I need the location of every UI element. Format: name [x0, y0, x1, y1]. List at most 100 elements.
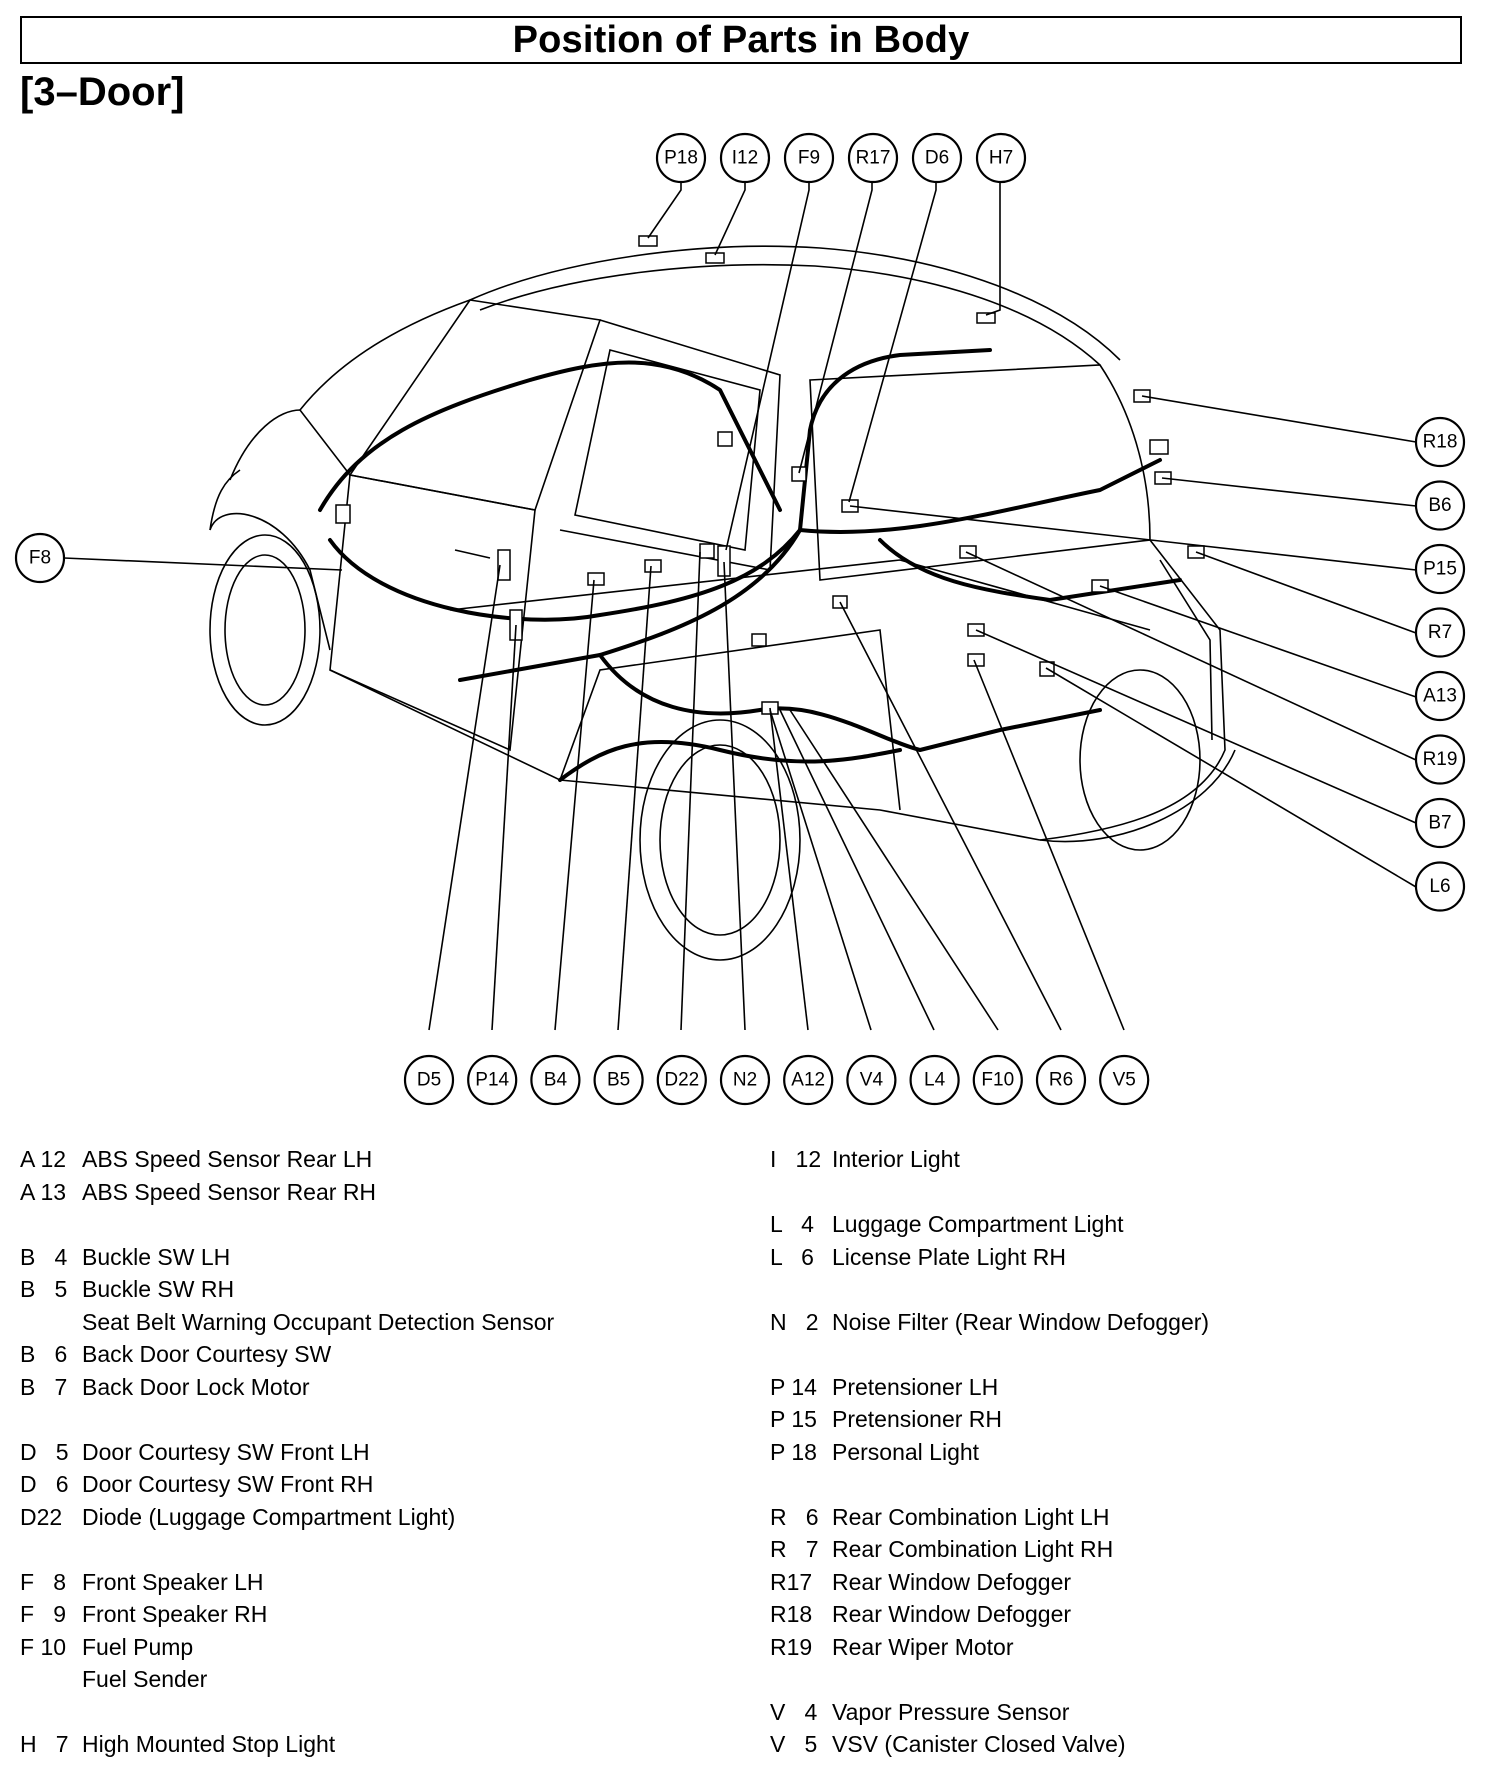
- callout-label: R19: [1423, 749, 1458, 770]
- page-title-box: Position of Parts in Body: [20, 16, 1462, 64]
- callout-label: F9: [798, 148, 820, 169]
- callout-p14: P14: [467, 1054, 518, 1106]
- legend-description: Rear Wiper Motor: [832, 1633, 1014, 1660]
- legend-code: A 13: [20, 1178, 67, 1205]
- legend-code: [770, 1176, 832, 1209]
- legend-row: [20, 1403, 554, 1436]
- callout-label: B4: [544, 1070, 568, 1091]
- callout-label: B5: [607, 1070, 630, 1091]
- callout-r18: R18: [1414, 416, 1466, 468]
- legend-code: [770, 1338, 832, 1371]
- legend-description: Luggage Compartment Light: [832, 1211, 1124, 1237]
- legend-description: Fuel Sender: [82, 1666, 208, 1692]
- callout-a12: A12: [783, 1054, 834, 1106]
- legend-description: Buckle SW LH: [82, 1243, 231, 1270]
- callout-b6: B6: [1414, 480, 1466, 531]
- legend-row: [770, 1663, 1209, 1696]
- legend-code: I 12: [770, 1146, 822, 1172]
- callout-r7: R7: [1414, 607, 1466, 658]
- legend-description: Seat Belt Warning Occupant Detection Sen…: [82, 1308, 555, 1335]
- legend-code: L 4: [770, 1211, 814, 1237]
- callout-label: R6: [1049, 1070, 1073, 1091]
- legend-row: I 12 Interior Light: [770, 1143, 1209, 1176]
- legend-code: A 12: [20, 1146, 67, 1172]
- legend-description: Door Courtesy SW Front RH: [82, 1471, 374, 1497]
- legend-row: [20, 1208, 554, 1241]
- callout-f10: F10: [972, 1054, 1023, 1106]
- callout-label: D5: [417, 1070, 441, 1091]
- legend-code: N 2: [770, 1308, 819, 1335]
- legend-row: L 6 License Plate Light RH: [770, 1241, 1209, 1274]
- callout-label: P18: [664, 148, 698, 169]
- callout-label: P15: [1423, 559, 1457, 580]
- legend-code: F 9: [20, 1601, 67, 1627]
- legend-description: Rear Combination Light LH: [832, 1503, 1110, 1530]
- legend-code: R19: [770, 1633, 813, 1660]
- page-title: Position of Parts in Body: [512, 18, 970, 61]
- legend-row: [20, 1533, 554, 1566]
- callout-f9: F9: [783, 132, 835, 184]
- callout-n2: N2: [719, 1054, 771, 1106]
- legend-row: [770, 1176, 1209, 1209]
- legend-right-column: I 12 Interior Light L 4 Luggage Compartment…: [770, 1143, 1209, 1761]
- legend-code: B 5: [20, 1276, 68, 1302]
- legend-description: Vapor Pressure Sensor: [832, 1698, 1070, 1725]
- legend-code: D22: [20, 1503, 63, 1530]
- legend-row: Seat Belt Warning Occupant Detection Sen…: [20, 1306, 554, 1339]
- callout-a13: A13: [1414, 670, 1466, 722]
- legend-description: Rear Window Defogger: [832, 1568, 1072, 1595]
- callout-label: B7: [1428, 813, 1451, 834]
- legend-code: R 6: [770, 1503, 819, 1530]
- callout-b5: B5: [593, 1054, 644, 1106]
- legend-description: Buckle SW RH: [82, 1276, 235, 1302]
- page-subtitle: [3–Door]: [20, 70, 185, 114]
- legend-description: ABS Speed Sensor Rear LH: [82, 1146, 373, 1172]
- callout-label: V5: [1113, 1070, 1136, 1091]
- legend-row: R19 Rear Wiper Motor: [770, 1631, 1209, 1664]
- legend-code: [20, 1663, 82, 1696]
- callout-h7: H7: [975, 132, 1027, 184]
- callout-d22: D22: [656, 1054, 707, 1106]
- callout-v5: V5: [1099, 1054, 1150, 1106]
- leader-lines: [63, 158, 1417, 1031]
- legend-code: [20, 1306, 82, 1339]
- legend-code: L 6: [770, 1243, 814, 1270]
- callout-p18: P18: [655, 132, 707, 184]
- callout-label: N2: [733, 1070, 757, 1091]
- callout-label: I12: [732, 148, 758, 169]
- legend-row: P 18 Personal Light: [770, 1436, 1209, 1469]
- legend-code: F 10: [20, 1633, 67, 1660]
- legend-description: Interior Light: [832, 1146, 960, 1172]
- legend-description: License Plate Light RH: [832, 1243, 1066, 1270]
- legend-description: Front Speaker LH: [82, 1568, 264, 1595]
- callout-r17: R17: [847, 132, 899, 184]
- legend-description: Fuel Pump: [82, 1633, 194, 1660]
- legend-code: D 5: [20, 1438, 69, 1465]
- legend-description: Door Courtesy SW Front LH: [82, 1438, 370, 1465]
- legend-code: [770, 1273, 832, 1306]
- legend-description: Personal Light: [832, 1438, 980, 1465]
- legend-row: [20, 1696, 554, 1729]
- wire-harness: [318, 348, 1182, 782]
- legend-code: P 18: [770, 1438, 817, 1465]
- legend-code: V 5: [770, 1731, 818, 1757]
- callout-l4: L4: [909, 1054, 960, 1106]
- callout-r6: R6: [1035, 1054, 1087, 1106]
- legend-code: [770, 1663, 832, 1696]
- callout-r19: R19: [1414, 734, 1466, 785]
- legend-code: B 4: [20, 1243, 68, 1270]
- callout-label: A12: [791, 1070, 825, 1091]
- legend-description: Pretensioner RH: [832, 1406, 1003, 1432]
